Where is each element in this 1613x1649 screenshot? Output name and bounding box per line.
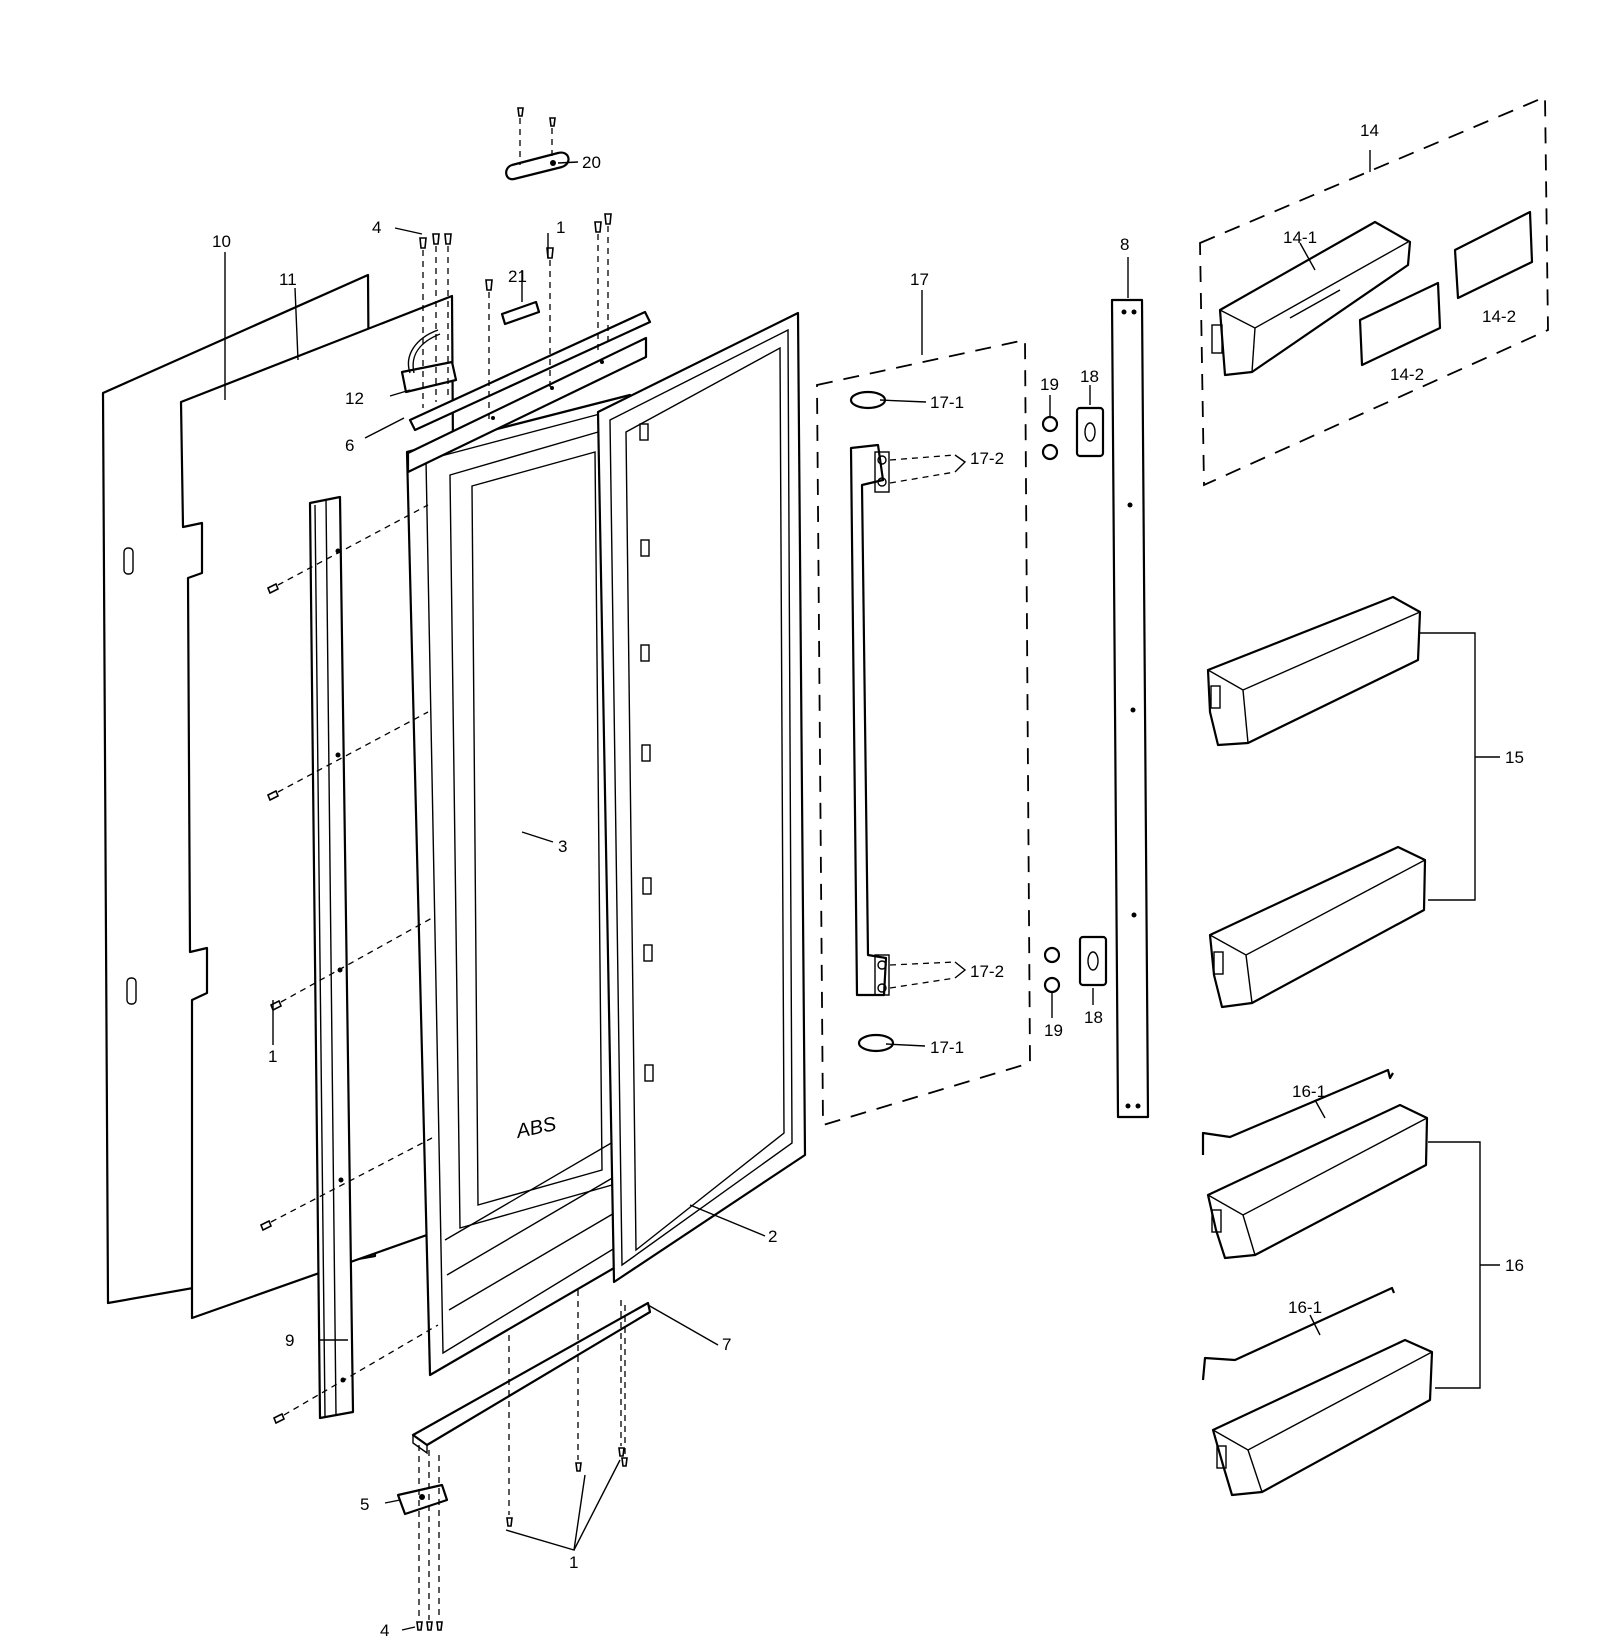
- callout-17-2-top: 17-2: [970, 449, 1004, 468]
- door-bin-15-upper: [1206, 595, 1422, 747]
- callout-15: 15: [1505, 748, 1524, 767]
- top-hinge-20: [505, 151, 570, 181]
- callout-11: 11: [279, 270, 297, 289]
- callout-12: 12: [345, 389, 364, 408]
- leader-lines: [224, 150, 1500, 1631]
- callout-14-1: 14-1: [1283, 228, 1317, 247]
- callout-1-top: 1: [556, 218, 565, 237]
- assembly-lines: [270, 118, 626, 1620]
- callout-9: 9: [285, 1331, 294, 1350]
- door-bin-16-upper: [1201, 1068, 1429, 1260]
- callout-1-bottom: 1: [569, 1553, 578, 1572]
- callout-6: 6: [345, 436, 354, 455]
- callout-2: 2: [768, 1227, 777, 1246]
- door-gasket-2: [596, 311, 807, 1284]
- callout-21: 21: [508, 267, 527, 286]
- shelf-group-14: [1199, 95, 1549, 487]
- callout-17: 17: [910, 270, 929, 289]
- callout-7: 7: [722, 1335, 731, 1354]
- callout-8: 8: [1120, 235, 1129, 254]
- block-21: [500, 300, 541, 326]
- callout-labels: 10 11 4 1 21 20 12 6 3 2 7 1 9 5 1 4 17 …: [212, 121, 1524, 1640]
- hinge-pin-12: [400, 329, 458, 394]
- callout-4-top: 4: [372, 218, 381, 237]
- callout-19-bottom: 19: [1044, 1021, 1063, 1040]
- callout-14-2-left: 14-2: [1390, 365, 1424, 384]
- callout-16: 16: [1505, 1256, 1524, 1275]
- callout-3: 3: [558, 837, 567, 856]
- callout-16-1-bottom: 16-1: [1288, 1298, 1322, 1317]
- door-bin-16-lower: [1201, 1286, 1434, 1497]
- callout-20: 20: [582, 153, 601, 172]
- handle-group-17: [816, 338, 1031, 1127]
- callout-17-2-bottom: 17-2: [970, 962, 1004, 981]
- callout-17-1-top: 17-1: [930, 393, 964, 412]
- vertical-strip-8: [1110, 298, 1150, 1119]
- callout-10: 10: [212, 232, 231, 251]
- handle-clips-18-19: [1041, 406, 1108, 994]
- callout-18-bottom: 18: [1084, 1008, 1103, 1027]
- callout-19-top: 19: [1040, 375, 1059, 394]
- callout-17-1-bottom: 17-1: [930, 1038, 964, 1057]
- callout-16-1-top: 16-1: [1292, 1082, 1326, 1101]
- door-bin-15-lower: [1208, 845, 1427, 1009]
- callout-4-bottom: 4: [380, 1621, 389, 1640]
- bottom-cap-7: [411, 1301, 652, 1455]
- callout-5: 5: [360, 1495, 369, 1514]
- bottom-hinge-5: [396, 1483, 449, 1516]
- top-cap-6: [406, 310, 652, 474]
- callout-14-2-right: 14-2: [1482, 307, 1516, 326]
- side-trim-strip-9: [308, 495, 355, 1420]
- callout-14: 14: [1360, 121, 1379, 140]
- callout-1-left: 1: [268, 1047, 277, 1066]
- callout-18-top: 18: [1080, 367, 1099, 386]
